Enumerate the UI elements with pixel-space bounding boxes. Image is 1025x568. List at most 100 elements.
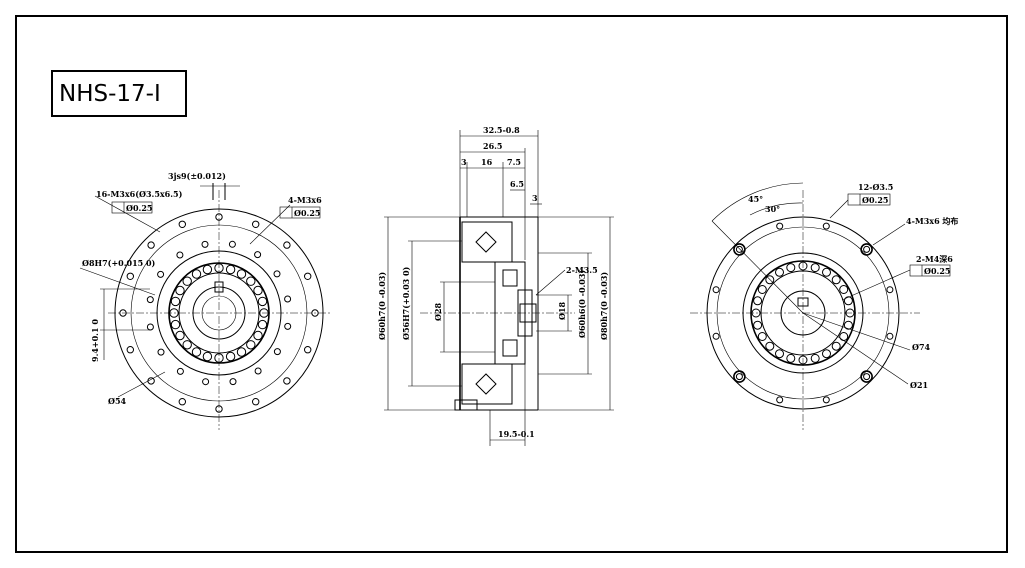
front-inner-hole (176, 367, 184, 375)
rear-roller (843, 296, 853, 306)
rear-holes-tol: Ø0.25 (862, 195, 888, 205)
rear-roller (775, 349, 784, 359)
holes-dim: 2-M3.5 (566, 265, 598, 275)
model-label: NHS-17-I (59, 80, 161, 107)
front-roller (236, 347, 247, 357)
front-inner-hole (201, 240, 209, 248)
front-inner-hole (157, 348, 165, 356)
front-bolt-hole (126, 272, 135, 280)
rear-roller (798, 261, 808, 271)
front-view: 3js9(±0.012) 16-M3x6(Ø3.5x6.5) Ø0.25 4-M… (79, 171, 330, 430)
rear-roller (757, 332, 767, 341)
front-roller (225, 264, 236, 275)
front-roller (182, 340, 192, 350)
front-bolt-hole (283, 377, 291, 385)
rear-holes-dim: 12-Ø3.5 (858, 182, 893, 192)
bolt-tol: Ø0.25 (126, 203, 152, 213)
rear-roller (839, 332, 849, 341)
dia-b-dim: Ø56H7(+0.03 0) (401, 266, 411, 340)
front-roller (253, 285, 263, 296)
front-roller (191, 347, 202, 357)
angle-a-dim: 45° (748, 194, 763, 204)
rear-roller (810, 353, 820, 363)
front-inner-hole (229, 378, 237, 386)
front-inner-hole (202, 378, 210, 386)
angle-b-dim: 30° (765, 204, 780, 214)
front-roller (236, 269, 247, 279)
front-inner-hole (146, 296, 154, 304)
front-bolt-hole (311, 309, 319, 317)
rear-tapped-b-tol: Ø0.25 (924, 266, 950, 276)
front-inner-hole (176, 251, 184, 259)
front-roller (253, 330, 263, 341)
bottom-len-dim: 19.5-0.1 (498, 429, 535, 439)
front-roller (169, 308, 179, 318)
front-inner-hole (157, 270, 165, 278)
front-bolt-hole (126, 346, 135, 354)
rear-tapped-hole (733, 370, 746, 383)
rear-bore-dim: Ø21 (910, 380, 928, 390)
key-height-dim: 9.4+0.1 0 (90, 319, 100, 362)
front-bolt-hole (252, 220, 260, 229)
front-roller (202, 264, 213, 275)
len-f-dim: 3 (532, 193, 538, 203)
front-roller (246, 276, 256, 286)
total-length-dim: 32.5-0.8 (483, 125, 520, 135)
front-inner-hole (284, 295, 292, 303)
front-roller (175, 285, 185, 296)
front-bolt-hole (215, 213, 223, 221)
bolt-holes-dim: 16-M3x6(Ø3.5x6.5) (96, 189, 183, 199)
rear-roller (765, 341, 775, 351)
front-roller (191, 269, 202, 279)
front-roller (257, 319, 268, 330)
dia-d-dim: Ø18 (557, 301, 567, 320)
front-roller (214, 353, 224, 363)
rear-bolt-hole (712, 332, 720, 340)
rear-roller (831, 341, 841, 351)
rear-roller (753, 320, 763, 330)
rear-roller (751, 308, 761, 318)
front-roller (246, 340, 256, 350)
dia-c-dim: Ø28 (433, 302, 443, 321)
rear-roller (757, 285, 767, 294)
front-roller (257, 296, 268, 307)
rear-bolt-hole (863, 245, 871, 253)
rear-roller (810, 263, 820, 273)
rear-bolt-hole (886, 286, 894, 294)
rear-roller (845, 308, 855, 318)
rear-tapped-b-dim: 2-M4深6 (916, 254, 953, 264)
len-c-dim: 16 (481, 157, 493, 167)
rear-tapped-dim: 4-M3x6 均布 (906, 216, 958, 226)
rear-bolt-hole (822, 396, 830, 404)
front-bolt-hole (252, 398, 260, 406)
rear-roller (839, 285, 849, 294)
section-view: 32.5-0.8 26.5 3 16 7.5 6.5 3 2-M3.5 Ø60h… (377, 125, 614, 446)
front-inner-hole (146, 323, 154, 331)
rear-bolt-hole (712, 286, 720, 294)
front-bolt-hole (178, 398, 187, 406)
front-bolt-hole (178, 220, 187, 229)
rear-tapped-hole (733, 243, 746, 256)
rear-roller (765, 275, 775, 285)
front-roller (175, 330, 185, 341)
rear-bolt-hole (863, 373, 871, 381)
front-inner-hole (254, 367, 262, 375)
keyway-dim: 3js9(±0.012) (168, 171, 226, 181)
model-label-box: NHS-17-I (51, 70, 187, 117)
front-bolt-hole (304, 346, 312, 354)
len-e-dim: 6.5 (510, 179, 524, 189)
rear-bolt-hole (886, 332, 894, 340)
rear-bolt-hole (776, 396, 784, 404)
rear-tapped-hole (860, 370, 873, 383)
rear-roller (753, 296, 763, 306)
front-inner-hole (284, 322, 292, 330)
rear-bolt-hole (822, 222, 830, 230)
rear-roller (798, 355, 808, 365)
front-inner-hole (273, 270, 281, 278)
dia-e-dim: Ø60h6(0 -0.03) (577, 270, 587, 338)
rear-bolt-hole (735, 245, 743, 253)
tapped-dim: 4-M3x6 (288, 195, 322, 205)
rear-roller (831, 275, 841, 285)
dia-f-dim: Ø80h7(0 -0.03) (599, 272, 609, 340)
